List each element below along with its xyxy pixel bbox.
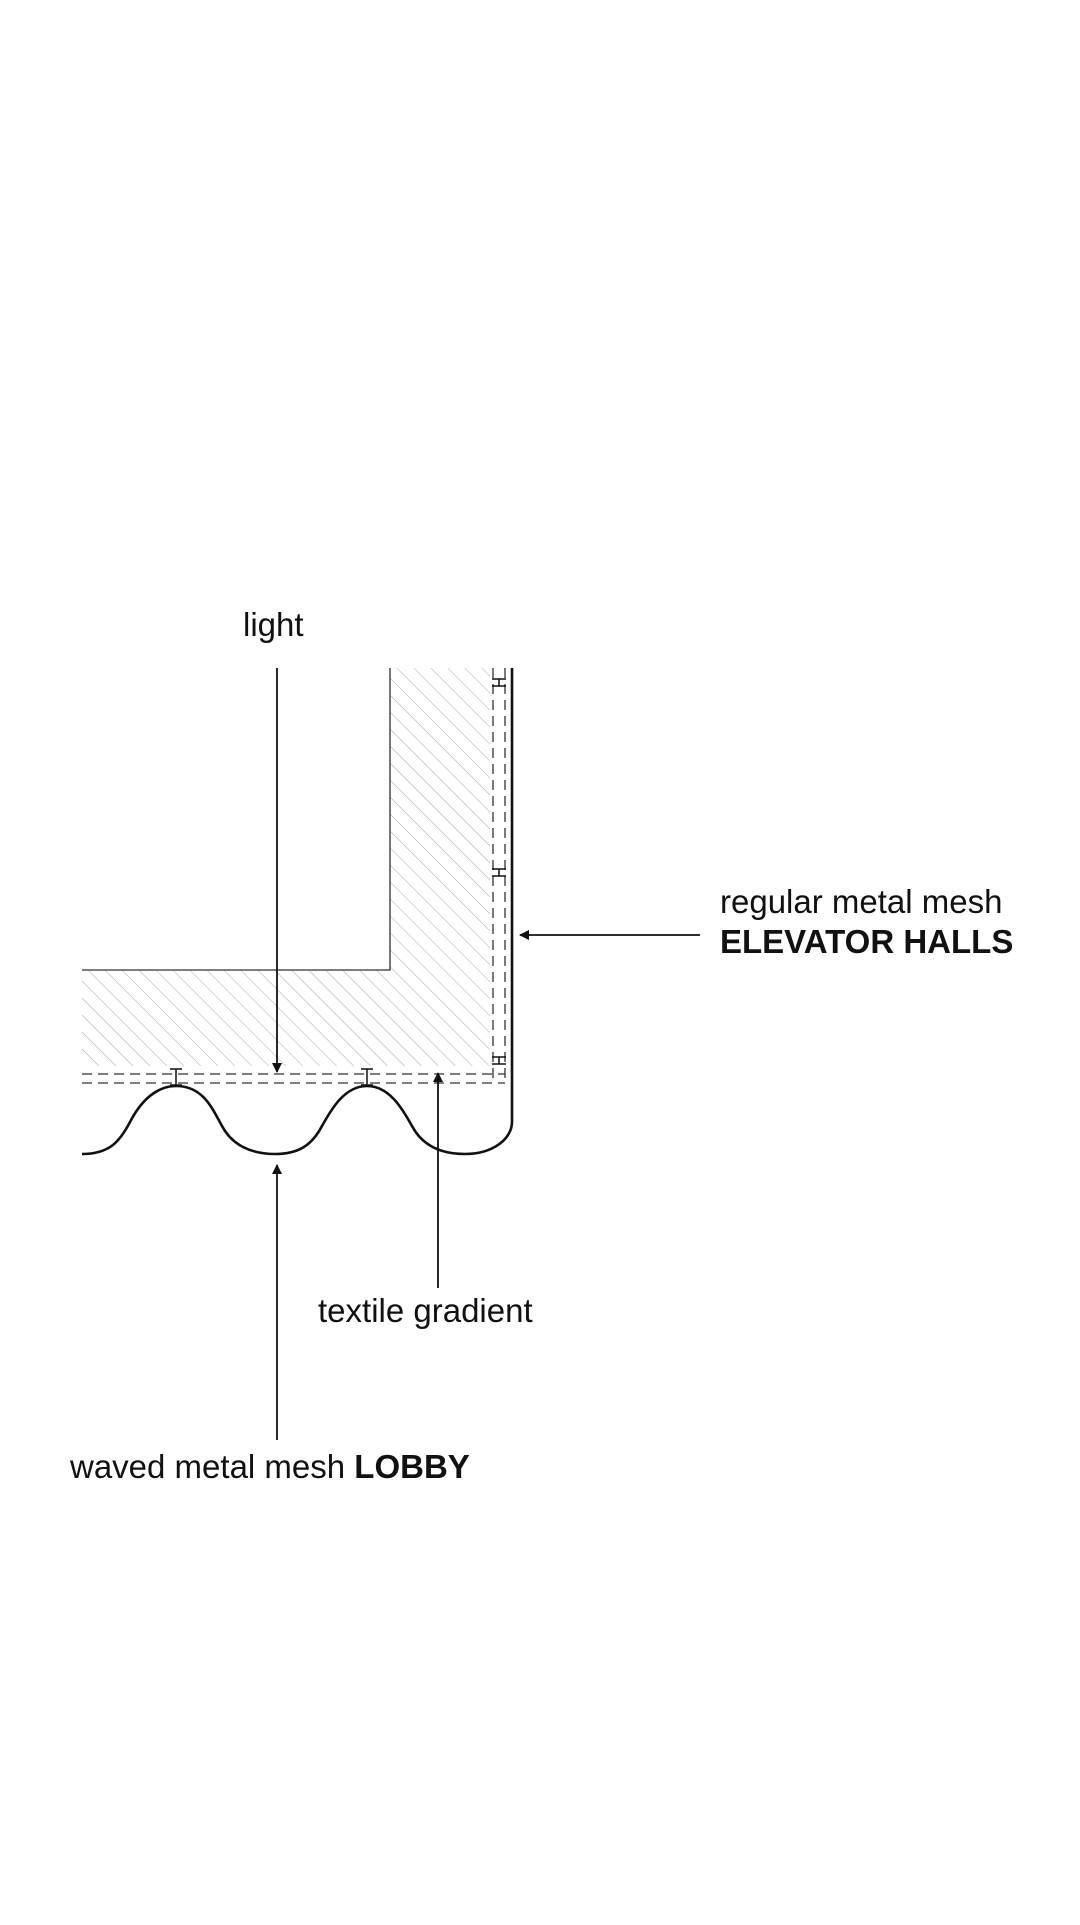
waved-mesh-label-text: waved metal mesh (70, 1448, 346, 1485)
light-label-text: light (243, 606, 304, 643)
textile-gradient-label-text: textile gradient (318, 1292, 533, 1329)
hatched-structure (82, 668, 490, 1066)
structure-outline (82, 668, 391, 971)
textile-gradient-label: textile gradient (318, 1291, 533, 1331)
lobby-label: LOBBY (354, 1448, 470, 1485)
regular-mesh-label: regular metal mesh ELEVATOR HALLS (720, 882, 1013, 961)
waved-mesh-label: waved metal mesh LOBBY (70, 1447, 470, 1487)
light-label: light (243, 605, 304, 645)
vertical-supports (492, 678, 506, 1065)
waved-metal-mesh (81, 1084, 514, 1156)
elevator-halls-label: ELEVATOR HALLS (720, 922, 1014, 960)
regular-mesh-label-text: regular metal mesh (720, 883, 1003, 920)
annotation-arrows (272, 668, 700, 1440)
